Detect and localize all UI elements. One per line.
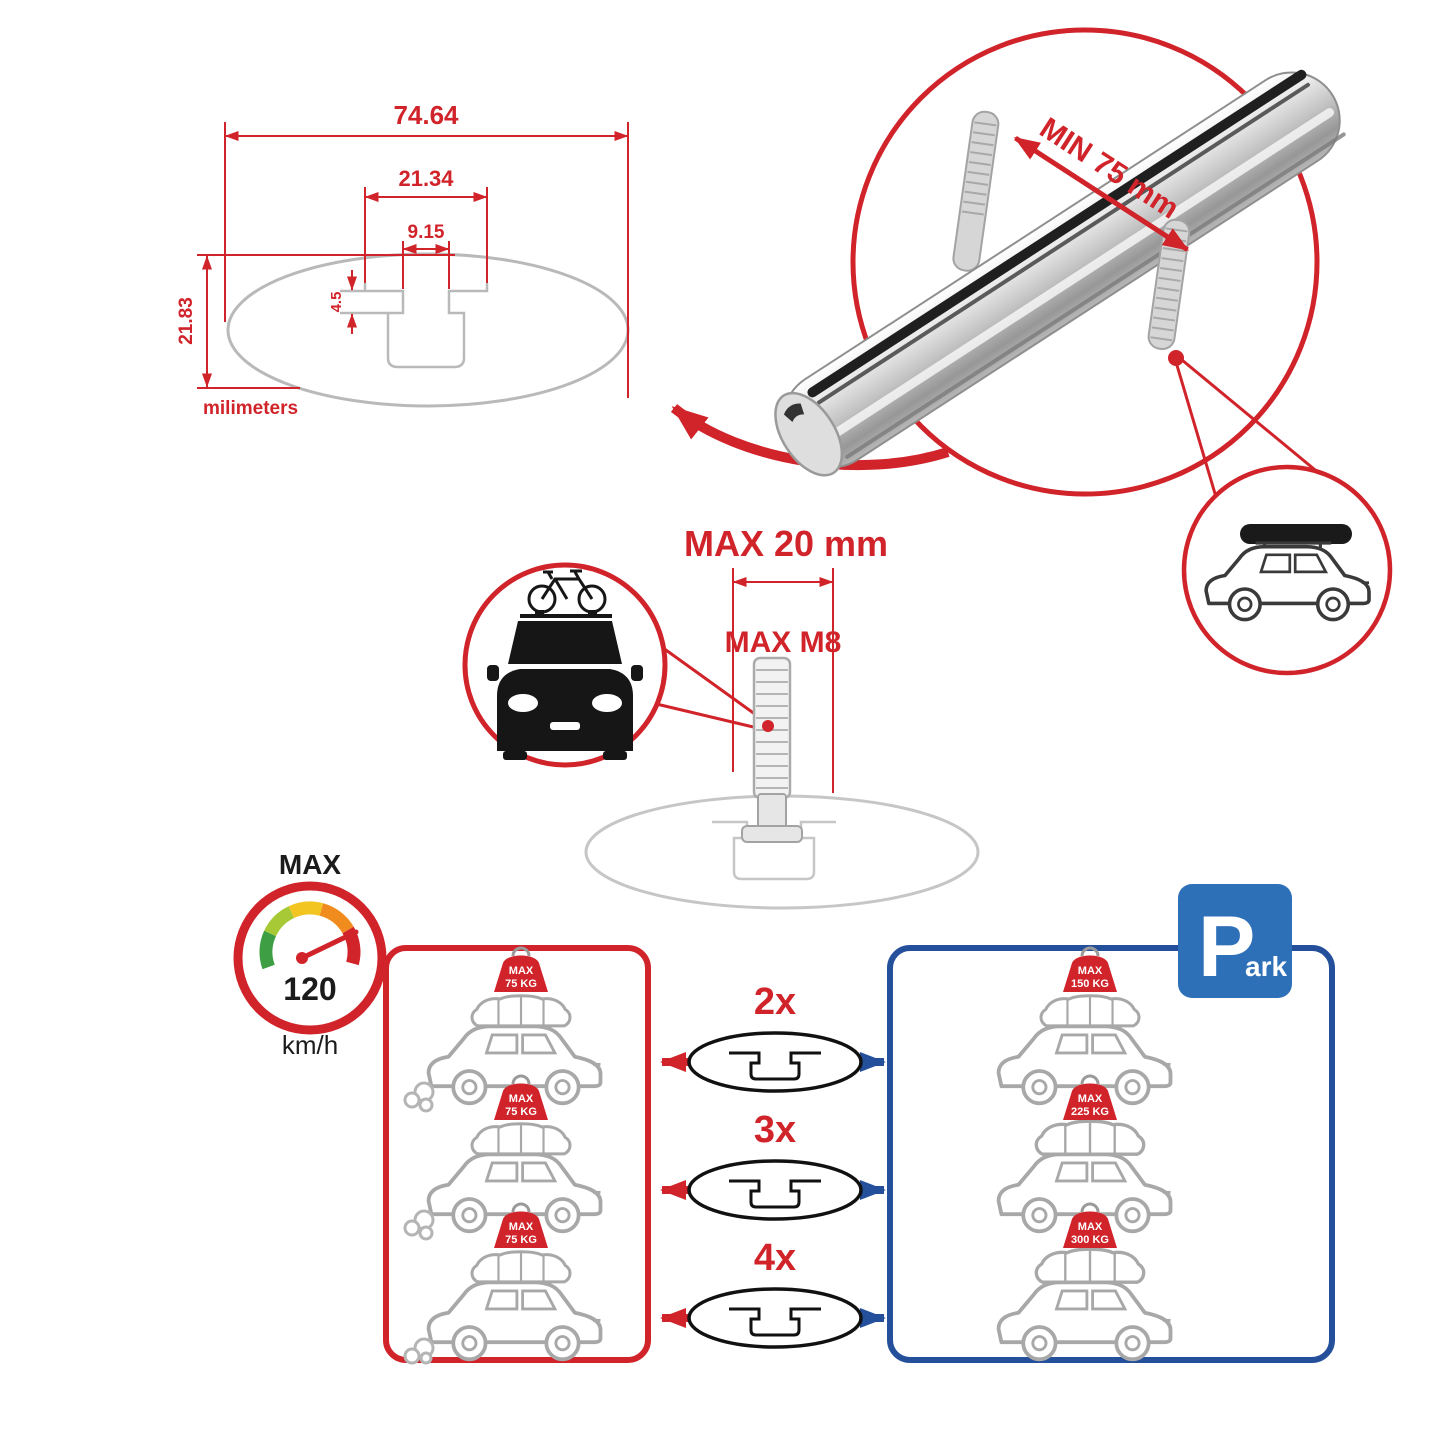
profile-t-slot	[363, 283, 489, 369]
badge-max: MAX	[1078, 1093, 1103, 1105]
speed-unit: km/h	[282, 1030, 338, 1060]
gauge-needle	[299, 929, 359, 961]
load-badge: MAX 75 KG	[494, 1074, 548, 1120]
speed-limit-gauge: MAX 120 km/h	[233, 849, 387, 1060]
crossbar-profile-icon	[687, 1159, 863, 1221]
hook-icon	[1080, 1074, 1100, 1085]
driving-car-row-3: MAX 75 KG	[403, 1202, 603, 1365]
smoke-puff-icon	[403, 1209, 435, 1241]
profile-ellipse	[226, 252, 630, 408]
gauge-pivot	[296, 952, 308, 964]
load-badge: MAX 75 KG	[494, 946, 548, 992]
badge-kg: 150 KG	[1071, 978, 1109, 990]
speed-max-label: MAX	[279, 849, 342, 880]
bolt-leader-line-2	[647, 700, 767, 732]
parking-sign-icon: P ark	[1178, 884, 1292, 998]
callout-line-2	[1181, 358, 1321, 476]
badge-max: MAX	[509, 965, 534, 977]
hook-icon	[1080, 1202, 1100, 1213]
badge-max: MAX	[1078, 1221, 1103, 1233]
bolt-t-head	[741, 825, 803, 843]
callout-line-1	[1174, 361, 1218, 498]
hook-icon	[511, 1074, 531, 1085]
roof-cargo-bag-icon	[1039, 994, 1141, 1028]
dim-flange-width: 21.34	[398, 166, 454, 191]
crossbar-count-row-2: 3x	[660, 1109, 886, 1221]
driving-car-row-2: MAX 75 KG	[403, 1074, 603, 1241]
bolt-leader-line-1	[651, 638, 767, 724]
badge-kg: 300 KG	[1071, 1234, 1109, 1246]
parking-car-row-3: MAX 300 KG	[996, 1202, 1173, 1362]
roof-cargo-bag-icon	[470, 994, 572, 1028]
dim-height: 21.83	[176, 297, 197, 345]
roof-cargo-bag-icon	[1034, 1119, 1146, 1156]
dim-slot-width: 9.15	[408, 222, 445, 243]
dim-step-depth: 4.5	[328, 292, 345, 313]
clamp-point-dot	[1168, 350, 1184, 366]
count-label: 4x	[754, 1237, 796, 1279]
parking-car-row-2: MAX 225 KG	[996, 1074, 1173, 1234]
crossbar-count-row-1: 2x	[660, 981, 886, 1093]
driving-car-row-1: MAX 75 KG	[403, 946, 603, 1113]
crossbar-cross-section-drawing	[226, 252, 630, 408]
badge-kg: 75 KG	[505, 1234, 537, 1246]
smoke-puff-icon	[403, 1337, 435, 1365]
gauge-arcs	[259, 901, 361, 970]
roof-box-icon	[1240, 524, 1352, 544]
dim-total-width: 74.64	[393, 100, 459, 130]
mounting-bolt	[741, 656, 803, 843]
badge-max: MAX	[509, 1093, 534, 1105]
dim-units-label: milimeters	[203, 398, 298, 419]
bolt-dimension-lines	[732, 568, 834, 793]
dimension-lines	[197, 122, 629, 398]
load-badge: MAX 75 KG	[494, 1202, 548, 1248]
smoke-puff-icon	[403, 1081, 435, 1113]
load-badge: MAX 150 KG	[1063, 946, 1117, 992]
park-sign-p: P	[1198, 899, 1255, 995]
crossbar-photo-callout: MIN 75 mm	[774, 27, 1346, 497]
count-label: 3x	[754, 1109, 796, 1151]
clamp-rod-upper	[952, 110, 1000, 272]
park-sign-ark: ark	[1245, 951, 1287, 982]
roof-cargo-bag-icon	[1034, 1247, 1146, 1285]
roof-cargo-bag-icon	[470, 1250, 572, 1284]
crossbar-profile-icon	[687, 1287, 863, 1349]
badge-kg: 225 KG	[1071, 1106, 1109, 1118]
car-front-icon	[487, 610, 643, 760]
crossbar-profile-icon	[687, 1031, 863, 1093]
badge-max: MAX	[1078, 965, 1103, 977]
load-badge: MAX 225 KG	[1063, 1074, 1117, 1120]
hook-icon	[511, 1202, 531, 1213]
badge-kg: 75 KG	[505, 978, 537, 990]
suv-roofbox-callout	[1181, 464, 1393, 676]
parking-car-row-1: MAX 150 KG	[996, 946, 1173, 1106]
count-label: 2x	[754, 981, 796, 1023]
roof-cargo-bag-icon	[470, 1122, 572, 1156]
bike-car-callout	[462, 562, 668, 768]
profile-step-lines	[340, 289, 388, 315]
badge-kg: 75 KG	[505, 1106, 537, 1118]
hook-icon	[1080, 946, 1100, 957]
load-badge: MAX 300 KG	[1063, 1202, 1117, 1248]
bolt-max-width-label: MAX 20 mm	[684, 523, 888, 564]
bolt-thread-label: MAX M8	[725, 626, 842, 659]
speed-value: 120	[283, 971, 336, 1007]
bolt-point-dot	[762, 720, 774, 732]
hook-icon	[511, 946, 531, 957]
crossbar-count-row-3: 4x	[660, 1237, 886, 1349]
badge-max: MAX	[509, 1221, 534, 1233]
